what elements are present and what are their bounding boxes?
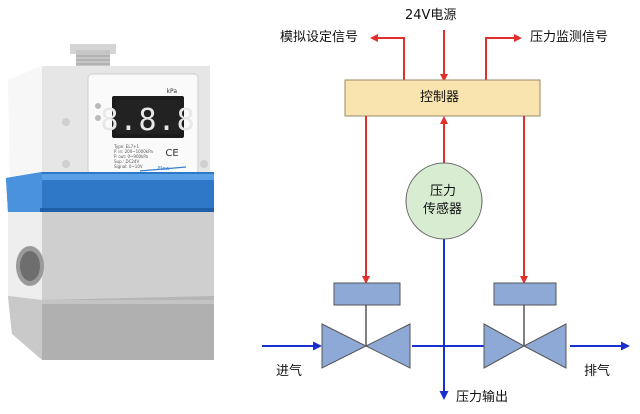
sensor-label-line1: 压力 [430,184,457,199]
power-label: 24V电源 [405,8,457,23]
spec-line: P. out: 0~900kPa [114,154,149,159]
controller-label: 控制器 [420,90,460,105]
inlet-label: 进气 [276,364,303,379]
inlet-valve-body [364,323,411,369]
exhaust-valve-body [522,323,567,369]
setpoint-signal-label: 模拟设定信号 [280,30,359,45]
sensor-label-line2: 传感器 [423,202,463,217]
display-unit: kPa [167,88,178,95]
pressure-sensor [405,162,483,240]
exhaust-valve-body [483,323,526,369]
inlet-valve-actuator [333,282,401,306]
spec-line: Sup.: DC24V [114,159,139,164]
inlet-valve-body [321,323,368,369]
regulator-product-image: kPa 8.8.8 Type: EL7+1 P. in: 200~1000kPa… [6,44,214,360]
display-digits: 8.8.8 [100,103,195,138]
spec-line: Signal: 0~10V [114,164,143,169]
spec-line: P. in: 200~1000kPa [114,149,153,154]
output-label: 压力输出 [456,390,509,405]
spec-line: Type: EL7+1 [113,144,139,149]
monitor-signal-label: 压力监测信号 [530,30,609,45]
monitor-arrow [485,34,522,80]
flow-arrow [139,166,187,172]
exhaust-label: 排气 [584,364,611,379]
exhaust-valve-actuator [493,282,557,306]
controller-box [344,79,541,117]
ce-mark: CE [165,148,178,159]
setpoint-arrow [370,34,405,80]
